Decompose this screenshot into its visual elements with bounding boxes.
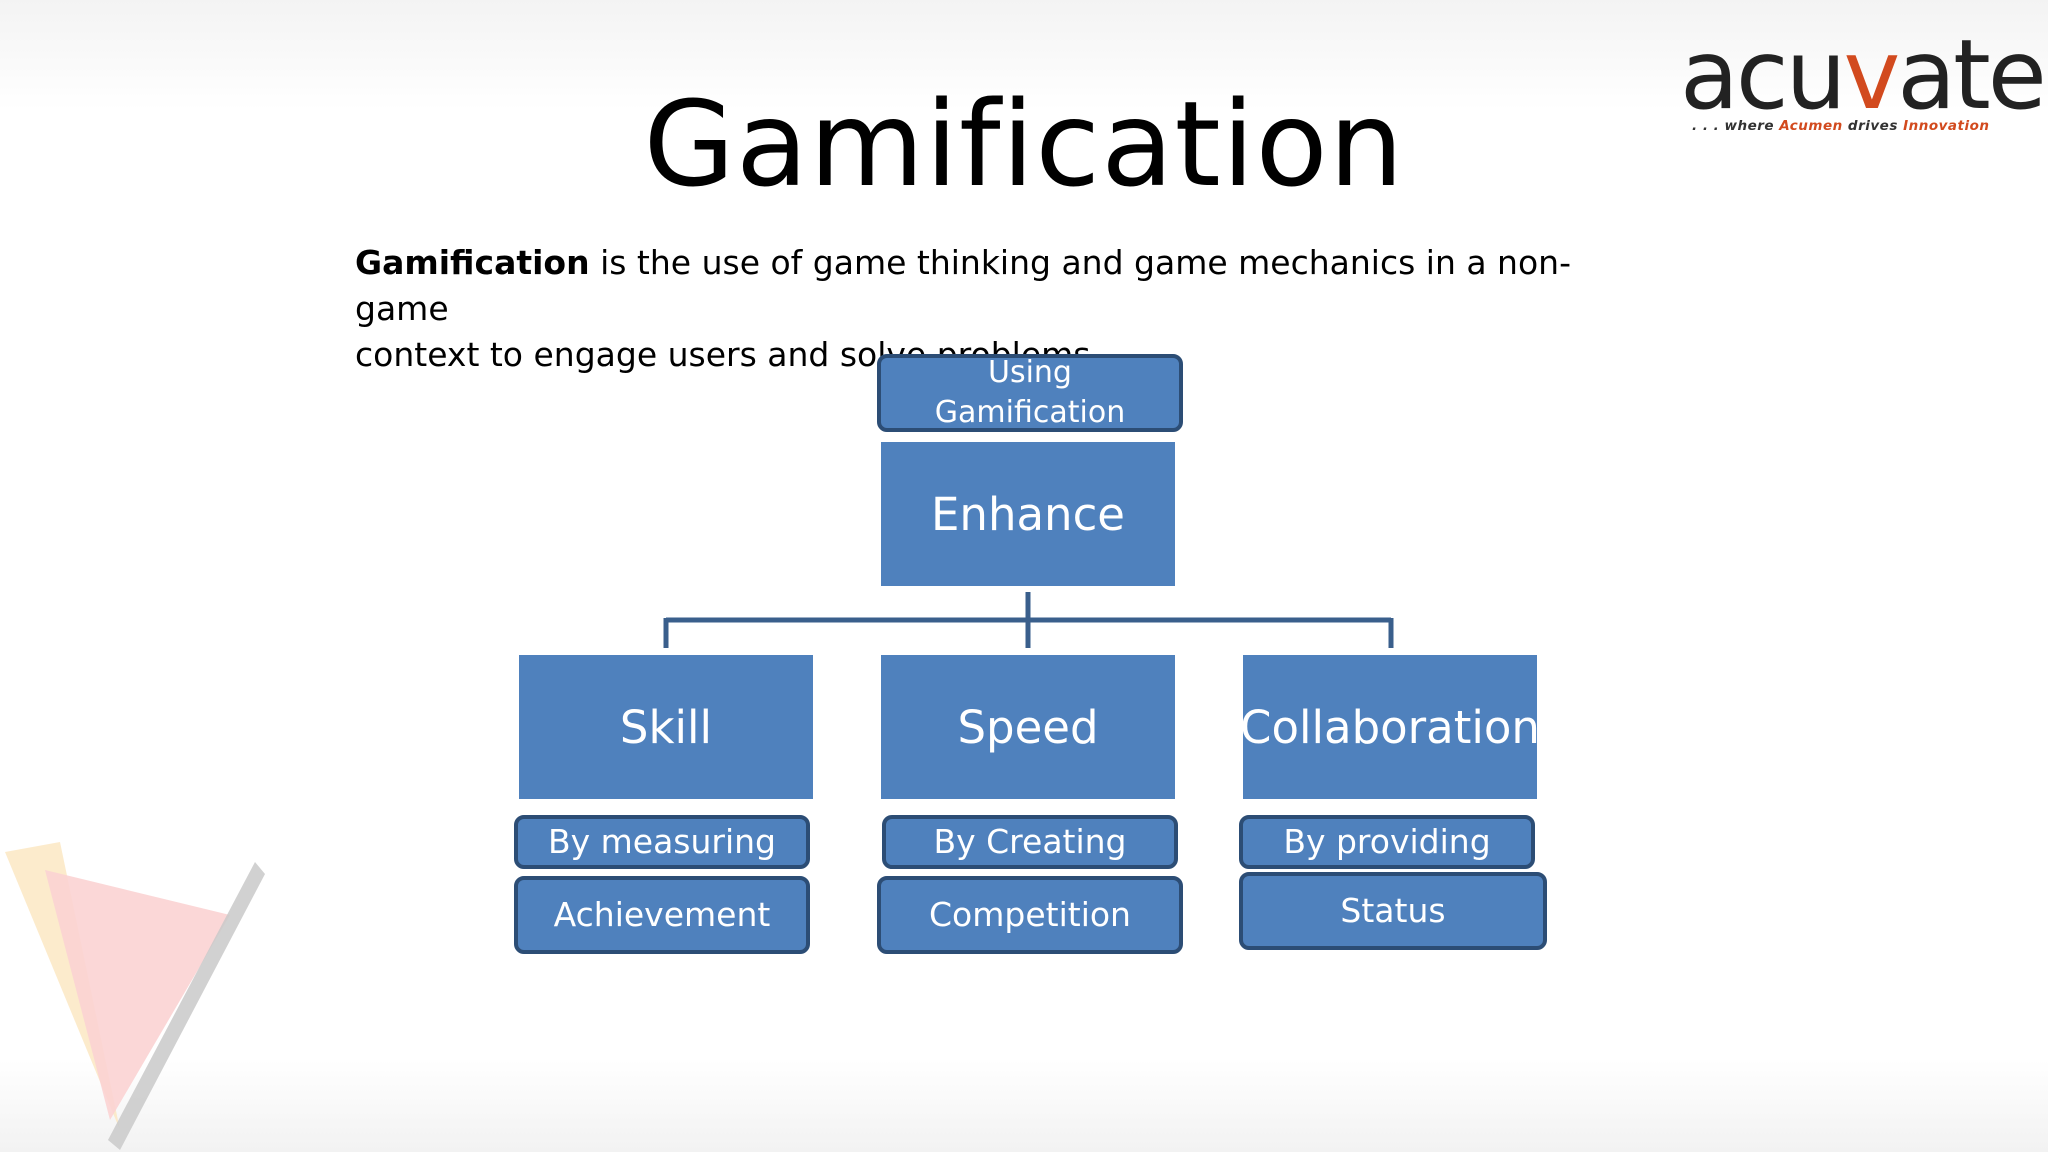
by-creating-box: By Creating [882,815,1178,869]
status-box: Status [1239,872,1547,950]
enhance-box: Enhance [881,442,1175,586]
logo-tagline: . . . where Acumen drives Innovation [1692,118,1990,134]
using-label: Using [988,355,1072,390]
definition-line-1: is the use of game thinking and game mec… [355,243,1571,328]
decorative-triangle [5,842,265,1150]
acuvate-logo: acuvate . . . where Acumen drives Innova… [1680,27,2047,135]
speed-box: Speed [881,655,1175,799]
competition-box: Competition [877,876,1183,954]
achievement-box: Achievement [514,876,810,954]
by-measuring-box: By measuring [514,815,810,869]
skill-box: Skill [519,655,813,799]
slide-title: Gamification [643,75,1405,213]
by-providing-box: By providing [1239,815,1535,869]
definition-term: Gamification [355,243,590,282]
collaboration-box: Collaboration [1240,655,1540,799]
gamification-label: Gamification [934,395,1126,430]
logo-wordmark: acuvate [1680,19,2047,131]
